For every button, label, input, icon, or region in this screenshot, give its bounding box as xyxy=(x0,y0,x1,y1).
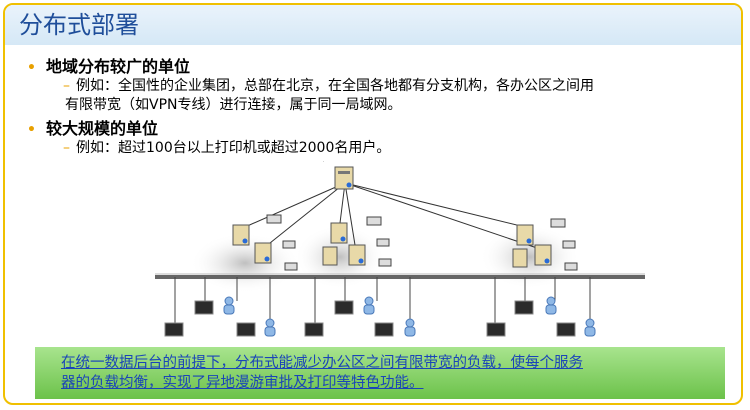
bullet-1: • 地域分布较广的单位 xyxy=(27,53,190,77)
bullet-1-heading: 地域分布较广的单位 xyxy=(45,57,190,76)
user-icon xyxy=(223,296,596,337)
network-diagram: · xyxy=(155,159,645,337)
pc-icon xyxy=(164,300,576,337)
bullet-1-detail-line1: 例如：全国性的企业集团，总部在北京，在全国各地都有分支机构，各办公区之间用 xyxy=(76,78,594,94)
site-server-icon xyxy=(322,222,366,266)
site-halo xyxy=(480,225,580,289)
site-halo xyxy=(295,225,385,289)
bullet-2: • 较大规模的单位 xyxy=(27,115,158,139)
wan-links xyxy=(244,182,541,250)
bullet-2-detail: –例如：超过100台以上打印机或超过2000名用户。 xyxy=(63,139,390,158)
summary-note: 在统一数据后台的前提下，分布式能减少办公区之间有限带宽的负载，使每个服务 器的负… xyxy=(35,347,725,399)
bullet-2-heading: 较大规模的单位 xyxy=(45,119,158,138)
site-server-icon xyxy=(232,224,272,264)
bullet-dot-icon: • xyxy=(27,122,36,138)
bullet-1-detail: –例如：全国性的企业集团，总部在北京，在全国各地都有分支机构，各办公区之间用 xyxy=(63,77,594,96)
summary-note-line1: 在统一数据后台的前提下，分布式能减少办公区之间有限带宽的负载，使每个服务 xyxy=(61,355,583,371)
lan-drops xyxy=(174,277,591,325)
bullet-dot-icon: • xyxy=(27,60,36,76)
svg-text:·: · xyxy=(323,159,324,164)
printer-icon xyxy=(266,214,578,271)
dash-icon: – xyxy=(63,140,70,156)
dash-icon: – xyxy=(63,78,70,94)
slide: 分布式部署 •地域分布较广的单位 –例如：全国性的企业集团，总部在北京，在全国各… xyxy=(3,3,743,405)
summary-note-line2: 器的负载均衡，实现了异地漫游审批及打印等特色功能。 xyxy=(61,375,424,391)
bullet-2-detail-line1: 例如：超过100台以上打印机或超过2000名用户。 xyxy=(76,140,391,156)
bullet-1-detail-line2: 有限带宽（如VPN专线）进行连接，属于同一局域网。 xyxy=(65,97,402,113)
hq-server-icon xyxy=(334,166,354,190)
slide-title: 分布式部署 xyxy=(5,5,741,45)
site-server-icon xyxy=(512,224,552,268)
